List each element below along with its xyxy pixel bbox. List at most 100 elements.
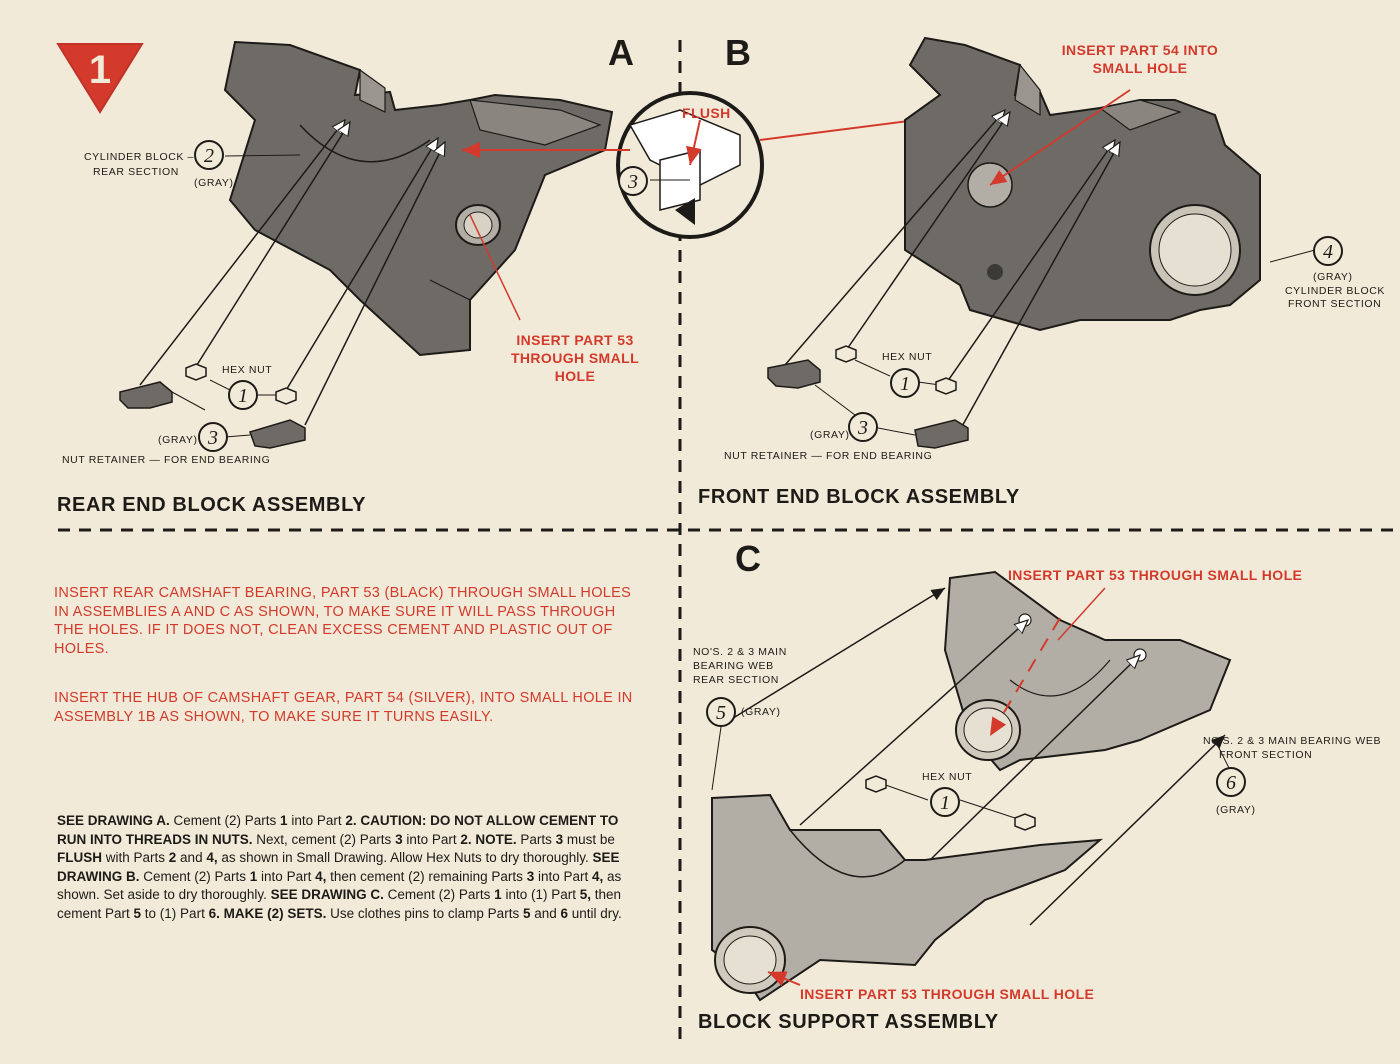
b-gray4-label: (GRAY) bbox=[1313, 271, 1353, 283]
instruction-run: SEE DRAWING C. bbox=[270, 887, 384, 903]
front-block-part bbox=[904, 36, 1261, 332]
flush-detail bbox=[616, 91, 764, 239]
a-insert-53-line1: INSERT PART 53 bbox=[516, 332, 634, 348]
a-insert-53-label: INSERT PART 53 THROUGH SMALL HOLE bbox=[495, 331, 655, 385]
b-retainer-label: NUT RETAINER — FOR END BEARING bbox=[724, 450, 933, 462]
c-insert-top-label: INSERT PART 53 THROUGH SMALL HOLE bbox=[1008, 567, 1303, 583]
instruction-run: NOTE. bbox=[471, 831, 517, 847]
instruction-run: 1 bbox=[249, 868, 258, 884]
instruction-run: 4, bbox=[591, 868, 604, 884]
b-cyl-block-label: CYLINDER BLOCK bbox=[1285, 285, 1386, 297]
b-insert-54-line1: INSERT PART 54 INTO bbox=[1061, 42, 1219, 58]
instruction-run: into Part bbox=[287, 813, 346, 828]
instruction-run: into (1) Part bbox=[501, 887, 580, 903]
instruction-run: FLUSH bbox=[57, 850, 102, 866]
a-rear-section-label: REAR SECTION bbox=[93, 166, 179, 178]
instruction-run: 4, bbox=[206, 850, 218, 866]
instruction-run: and bbox=[530, 905, 561, 921]
instruction-para-3: SEE DRAWING A. Cement (2) Parts 1 into P… bbox=[57, 812, 627, 924]
detail-part-3: 3 bbox=[618, 166, 648, 196]
b-part-4: 4 bbox=[1313, 236, 1343, 266]
instruction-run: Next, cement (2) Parts bbox=[252, 831, 396, 847]
c-part-6: 6 bbox=[1216, 767, 1246, 797]
instruction-run: 6. bbox=[208, 905, 220, 921]
section-c-title: BLOCK SUPPORT ASSEMBLY bbox=[698, 1011, 999, 1033]
b-part-3: 3 bbox=[848, 412, 878, 442]
section-b-title: FRONT END BLOCK ASSEMBLY bbox=[698, 486, 1020, 508]
instruction-run: Cement (2) Parts bbox=[169, 813, 281, 828]
instruction-run: 3 bbox=[395, 831, 403, 847]
instruction-run: Parts bbox=[516, 831, 556, 847]
a-cyl-block-label: CYLINDER BLOCK – bbox=[84, 151, 194, 163]
instruction-run: Use clothes pins to clamp Parts bbox=[326, 905, 523, 921]
instruction-run: Cement (2) Parts bbox=[383, 887, 495, 903]
instruction-run: SEE DRAWING B. bbox=[57, 850, 620, 884]
instruction-run: with Parts bbox=[102, 850, 169, 866]
instruction-run: into Part bbox=[534, 868, 592, 884]
b-insert-54-line2: SMALL HOLE bbox=[1092, 60, 1188, 76]
c-web-rear-line1: NO'S. 2 & 3 MAIN bbox=[693, 646, 787, 658]
instruction-run: 2 bbox=[168, 850, 177, 866]
a-gray-label: (GRAY) bbox=[194, 177, 234, 189]
instruction-run: into Part bbox=[257, 868, 316, 884]
instruction-run: as shown in Small Drawing. Allow Hex Nut… bbox=[217, 850, 593, 866]
instruction-run: and bbox=[176, 850, 207, 866]
a-part-1: 1 bbox=[228, 380, 258, 410]
web-rear-section bbox=[711, 793, 1103, 1002]
instruction-run: 6 bbox=[560, 905, 569, 921]
instruction-para-2: INSERT THE HUB OF CAMSHAFT GEAR, PART 54… bbox=[54, 690, 633, 725]
instruction-run: until dry. bbox=[568, 905, 622, 921]
section-a-small-parts bbox=[119, 363, 306, 449]
instruction-run: 3 bbox=[526, 868, 535, 884]
instruction-run: 1 bbox=[280, 813, 288, 828]
b-hex-nut-label: HEX NUT bbox=[882, 351, 933, 363]
instruction-para-1: INSERT REAR CAMSHAFT BEARING, PART 53 (B… bbox=[54, 585, 632, 657]
instruction-run: then cement Part bbox=[57, 887, 622, 921]
c-web-rear-line3: REAR SECTION bbox=[693, 674, 779, 686]
c-insert-bottom-label: INSERT PART 53 THROUGH SMALL HOLE bbox=[800, 986, 1095, 1002]
c-web-front-line2: FRONT SECTION bbox=[1219, 749, 1313, 761]
instruction-run: CAUTION: DO NOT ALLOW CEMENT TO RUN INTO… bbox=[57, 813, 619, 847]
instruction-run: 5, bbox=[579, 887, 591, 903]
instruction-run: SEE DRAWING A. bbox=[57, 813, 170, 828]
c-web-front-line1: NO'S. 2 & 3 MAIN BEARING WEB bbox=[1203, 735, 1382, 747]
instruction-run: as shown. Set aside to dry thoroughly. bbox=[57, 868, 622, 903]
instruction-run: Cement (2) Parts bbox=[139, 868, 250, 884]
instruction-run: into Part bbox=[402, 831, 461, 847]
c-web-rear-line2: BEARING WEB bbox=[693, 660, 774, 672]
section-b-arrows bbox=[784, 89, 1316, 436]
b-insert-54-label: INSERT PART 54 INTO SMALL HOLE bbox=[1060, 41, 1220, 77]
section-b-letter: B bbox=[725, 32, 751, 73]
section-a-letter: A bbox=[608, 32, 634, 73]
a-part-3: 3 bbox=[198, 422, 228, 452]
instruction-run: then cement (2) remaining Parts bbox=[326, 868, 527, 884]
step-badge bbox=[56, 43, 144, 114]
web-front-section bbox=[943, 570, 1232, 772]
instruction-run: 4, bbox=[315, 868, 327, 884]
section-a-arrows bbox=[139, 120, 521, 438]
c-gray6-label: (GRAY) bbox=[1216, 804, 1256, 816]
c-web-front-label: NO'S. 2 & 3 MAIN BEARING WEB FRONT SECTI… bbox=[1203, 734, 1381, 762]
a-insert-53-line2: THROUGH SMALL HOLE bbox=[510, 350, 640, 384]
section-c-small-parts bbox=[865, 775, 1036, 831]
b-front-section-label: FRONT SECTION bbox=[1288, 298, 1382, 310]
a-hex-nut-label: HEX NUT bbox=[222, 364, 273, 376]
instruction-run: 2. bbox=[345, 813, 357, 828]
b-part-1: 1 bbox=[890, 368, 920, 398]
b-gray3-label: (GRAY) bbox=[810, 429, 850, 441]
instruction-run: 3 bbox=[555, 831, 564, 847]
c-gray5-label: (GRAY) bbox=[741, 706, 781, 718]
section-b-small-parts bbox=[767, 345, 969, 449]
instruction-run: must be bbox=[563, 831, 615, 847]
instruction-run: 5 bbox=[522, 905, 531, 921]
section-c-arrows bbox=[711, 587, 1231, 926]
flush-label: FLUSH bbox=[682, 105, 731, 121]
a-part-2: 2 bbox=[194, 140, 224, 170]
instruction-run: MAKE (2) SETS. bbox=[219, 905, 327, 921]
instruction-run: 5 bbox=[133, 905, 142, 921]
section-a-title: REAR END BLOCK ASSEMBLY bbox=[57, 494, 367, 516]
instruction-run: 1 bbox=[494, 887, 502, 903]
c-hex-nut-label: HEX NUT bbox=[922, 771, 973, 783]
instruction-run: 2. bbox=[460, 831, 472, 847]
